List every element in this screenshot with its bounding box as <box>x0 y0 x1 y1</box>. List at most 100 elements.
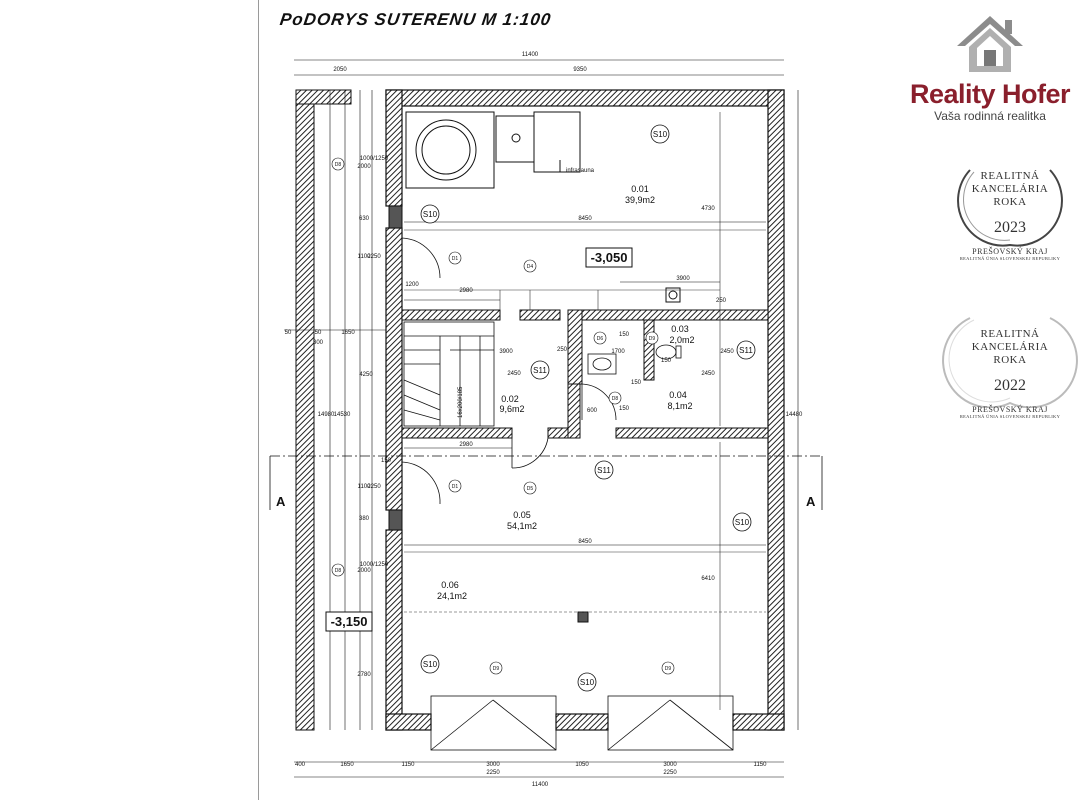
guide-lines <box>404 112 766 710</box>
dim-2450-b: 2450 <box>507 371 521 377</box>
award-2023-sub: REALITNÁ ÚNIA SLOVENSKEJ REPUBLIKY <box>959 256 1061 261</box>
award-2023: REALITNÁ KANCELÁRIA ROKA 2023 PREŠOVSKÝ … <box>940 150 1080 261</box>
tag-d1-b: D1 <box>452 484 459 490</box>
dim-top-b: 9350 <box>573 67 587 73</box>
tag-d4: D4 <box>527 264 534 270</box>
wc-fixtures <box>587 344 682 375</box>
dim-300: 300 <box>313 340 324 346</box>
stove-symbol <box>665 287 681 303</box>
dim-top-total: 11400 <box>522 52 539 58</box>
retaining-wall-left <box>295 89 315 731</box>
tag-d9-c: D9 <box>665 666 672 672</box>
dim-3900-upper: 3900 <box>676 276 690 282</box>
dim-150-a: 150 <box>619 332 630 338</box>
room-0-04-area: 8,1m2 <box>667 401 692 411</box>
dim-bot-total: 11400 <box>532 782 549 788</box>
laurel-wreath-icon <box>942 317 1078 408</box>
dim-250-a: 250 <box>557 347 568 353</box>
brand-name: Reality Hofer <box>909 79 1071 109</box>
wall-tag-texts: S10 S10 S11 S11 S11 S10 S10 S10 <box>423 130 753 687</box>
dim-bot-1050: 1050 <box>575 762 589 768</box>
dim-bot-1150: 1150 <box>402 762 416 768</box>
opening-tags <box>331 157 675 675</box>
section-marker-right: A <box>806 494 816 509</box>
dim-1700: 1700 <box>611 349 625 355</box>
dim-bot-2250: 2250 <box>486 770 500 776</box>
dimension-texts: 11400 2050 9350 8450 8450 2980 2980 3900… <box>285 52 803 788</box>
laurel-wreath-icon <box>957 169 1063 247</box>
dim-14480: 14480 <box>786 412 803 418</box>
room-0-04-id: 0.04 <box>669 390 687 400</box>
room-0-05-id: 0.05 <box>513 510 531 520</box>
room-0-06-id: 0.06 <box>441 580 459 590</box>
staircase <box>403 321 495 427</box>
stove-symbol-dot <box>668 290 678 300</box>
dim-600: 600 <box>587 408 598 414</box>
dim-2250-lower: 2250 <box>367 484 381 490</box>
level-lower: -3,150 <box>331 614 368 629</box>
tag-d8-b: D8 <box>612 396 619 402</box>
dim-14530: 14530 <box>334 412 351 418</box>
dim-14980: 14980 <box>318 412 335 418</box>
dim-630: 630 <box>359 216 370 222</box>
tag-d6: D6 <box>597 336 604 342</box>
tag-s11-b: S11 <box>533 366 547 375</box>
award-2022-sub: REALITNÁ ÚNIA SLOVENSKEJ REPUBLIKY <box>959 414 1061 419</box>
room-0-05-area: 54,1m2 <box>507 521 537 531</box>
door-swings <box>401 237 617 505</box>
award-2023-line3: ROKA <box>993 196 1027 208</box>
dim-150-d: 150 <box>619 406 630 412</box>
tag-s10-c: S10 <box>735 518 750 527</box>
tag-s10-e: S10 <box>580 678 595 687</box>
wall-tags <box>420 124 756 692</box>
dim-2000-lower: 2000 <box>357 568 371 574</box>
room-0-02-id: 0.02 <box>501 394 519 404</box>
brand-block: Reality Hofer Vaša rodinná realitka <box>900 14 1080 123</box>
award-2023-year: 2023 <box>994 219 1026 236</box>
page-divider-line <box>258 0 259 800</box>
award-2023-line2: KANCELÁRIA <box>971 183 1049 195</box>
award-2022-line1: REALITNÁ <box>980 328 1040 340</box>
tag-d1-a: D1 <box>452 256 459 262</box>
dim-2450-a: 2450 <box>720 349 734 355</box>
opening-tag-texts: D8 D1 D4 D1 D5 D6 D9 D8 D8 D9 D9 <box>335 162 672 672</box>
garage-doors <box>430 695 734 751</box>
dim-1100-upper: 1100 <box>358 254 372 260</box>
infrasauna-label: infrasauna <box>566 168 595 174</box>
dim-top-a: 2050 <box>333 67 347 73</box>
dim-2780: 2780 <box>357 672 371 678</box>
tag-d8-c: D8 <box>335 568 342 574</box>
award-2023-region: PREŠOVSKÝ KRAJ <box>972 247 1048 256</box>
level-upper: -3,050 <box>591 250 628 265</box>
tag-d9-b: D9 <box>493 666 500 672</box>
level-markers: -3,050 -3,150 <box>325 247 633 632</box>
room-0-01-id: 0.01 <box>631 184 649 194</box>
dim-2000-upper: 2000 <box>357 164 371 170</box>
award-2022-year: 2022 <box>994 377 1026 394</box>
room-0-02-area: 9,6m2 <box>499 404 524 414</box>
award-2022: REALITNÁ KANCELÁRIA ROKA 2022 PREŠOVSKÝ … <box>940 308 1080 419</box>
tag-d9-a: D9 <box>649 336 656 342</box>
dim-6410: 6410 <box>701 576 715 582</box>
dim-150-c: 150 <box>631 380 642 386</box>
house-logo-icon <box>957 16 1023 72</box>
section-marker-left: A <box>276 494 286 509</box>
dim-8450-lower: 8450 <box>578 539 592 545</box>
room-0-06-area: 24,1m2 <box>437 591 467 601</box>
section-line-a <box>269 455 823 510</box>
award-2023-line1: REALITNÁ <box>980 170 1040 182</box>
room-0-03-area: 2,0m2 <box>669 335 694 345</box>
tag-d8-a: D8 <box>335 162 342 168</box>
tag-s11-a: S11 <box>739 346 753 355</box>
room-0-03-id: 0.03 <box>671 324 689 334</box>
dim-1200: 1200 <box>405 282 419 288</box>
dim-bot-2250b: 2250 <box>663 770 677 776</box>
award-2022-region: PREŠOVSKÝ KRAJ <box>972 405 1048 414</box>
dim-bot-1650: 1650 <box>340 762 354 768</box>
dim-50-a: 50 <box>285 330 292 336</box>
room-labels: 0.01 39,9m2 0.02 9,6m2 0.03 2,0m2 0.04 8… <box>437 184 695 601</box>
tag-s10-a: S10 <box>653 130 668 139</box>
dim-4250: 4250 <box>359 372 373 378</box>
dim-bot-1150b: 1150 <box>754 762 768 768</box>
